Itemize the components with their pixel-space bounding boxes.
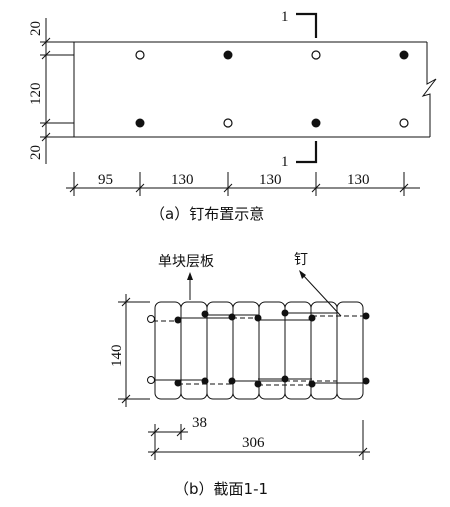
plank — [284, 301, 312, 400]
break-line — [421, 42, 437, 137]
dim-306: 306 — [242, 435, 265, 451]
nail-hollow — [147, 376, 155, 384]
nail-solid — [223, 50, 233, 60]
plank-width-dimension: 38 — [148, 415, 207, 440]
nail-solid — [399, 50, 409, 60]
dim-middle-120: 120 — [28, 83, 44, 106]
total-width-dimension: 306 — [148, 420, 370, 460]
nail-solid — [311, 118, 321, 128]
dim-140: 140 — [109, 345, 125, 368]
nail-hollow — [399, 118, 409, 128]
plank — [336, 301, 364, 400]
nail-solid — [201, 310, 209, 318]
horizontal-dimension: 95 130 130 130 — [66, 172, 420, 196]
height-dimension: 140 — [109, 294, 150, 407]
section-mark-bottom — [296, 141, 318, 164]
nail-hollow — [135, 50, 145, 60]
dim-130-a: 130 — [171, 172, 194, 188]
label-plank: 单块层板 — [158, 254, 214, 270]
figure-a-plan: 1 1 20 120 20 — [28, 9, 437, 223]
nail-solid — [201, 377, 209, 385]
section-mark-bottom-label: 1 — [281, 154, 289, 170]
nail-solid — [254, 314, 262, 322]
dim-130-c: 130 — [347, 172, 370, 188]
nail-hollow — [223, 118, 233, 128]
plank-group — [154, 301, 364, 400]
nail-solid — [362, 377, 370, 385]
dim-top-20: 20 — [28, 21, 44, 36]
dim-bottom-20: 20 — [28, 145, 44, 160]
caption-a: （a）钉布置示意 — [150, 205, 264, 223]
caption-b: （b）截面1-1 — [174, 480, 268, 498]
nail-leader — [301, 273, 342, 317]
nail-hollow — [147, 315, 155, 323]
nail-solid — [308, 314, 316, 322]
nail-solid — [228, 313, 236, 321]
vertical-dimension: 20 120 20 — [28, 18, 74, 164]
nail-hollow — [311, 50, 321, 60]
section-mark-top — [296, 12, 318, 38]
nail-solid — [281, 309, 289, 317]
nail-solid — [254, 380, 262, 388]
dim-130-b: 130 — [259, 172, 282, 188]
nail-solid — [228, 377, 236, 385]
nail-solid — [174, 316, 182, 324]
figure-b-section: 单块层板 钉 — [109, 252, 370, 498]
nail-solid — [308, 380, 316, 388]
nail-solid — [135, 118, 145, 128]
nail-solid — [281, 375, 289, 383]
nails-top-row — [147, 309, 370, 324]
beam-outline — [73, 41, 430, 138]
nails-bottom-row — [147, 375, 370, 388]
nail-solid — [174, 379, 182, 387]
label-nail: 钉 — [294, 252, 308, 268]
nail-solid — [362, 312, 370, 320]
section-mark-top-label: 1 — [281, 9, 289, 25]
dim-95: 95 — [98, 172, 113, 188]
plank — [258, 301, 286, 400]
dim-38: 38 — [192, 415, 207, 431]
